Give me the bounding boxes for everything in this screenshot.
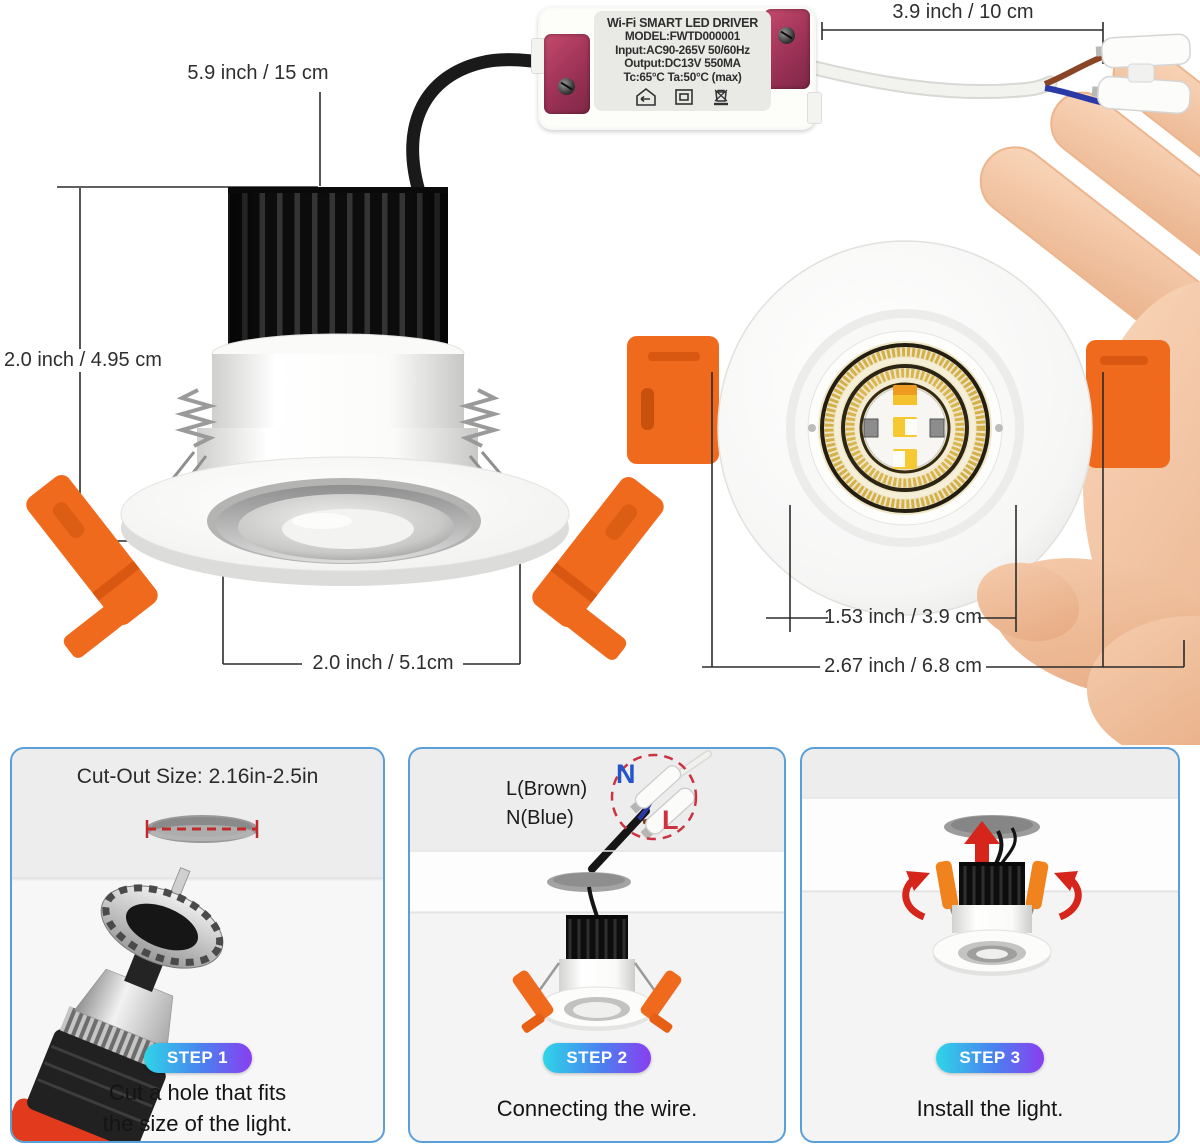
- dim-body-diameter: 2.0 inch / 5.1cm: [308, 652, 458, 675]
- step1-panel: Cut-Out Size: 2.16in-2.5in: [10, 747, 385, 1143]
- led-driver: Wi-Fi SMART LED DRIVER MODEL:FWTD000001 …: [531, 6, 822, 130]
- wire-connector-top: [1095, 33, 1191, 69]
- l-wire-marker: L: [662, 805, 679, 835]
- neutral-wire-label: N(Blue): [506, 807, 574, 829]
- wire-connection-detail: [588, 750, 712, 873]
- hanging-downlight: [512, 915, 682, 1033]
- connection-highlight-circle: [610, 753, 698, 841]
- step3-illustration: [802, 797, 1178, 976]
- spring-clip-right: [532, 476, 664, 660]
- mounting-bracket-right: [1086, 340, 1170, 468]
- step2-caption: Connecting the wire.: [496, 1096, 698, 1121]
- cutout-hole: [145, 815, 259, 843]
- cutout-size-note: Cut-Out Size: 2.16in-2.5in: [76, 765, 319, 788]
- led-chips: [863, 385, 945, 469]
- driver-input-wire: [406, 53, 559, 202]
- hand-thumb: [976, 558, 1200, 745]
- right-dimension-lines: [702, 372, 1185, 668]
- class-ii-icon: [674, 87, 694, 107]
- wire-color-labels: L(Brown) N(Blue): [506, 775, 587, 833]
- driver-screw-left: [558, 78, 575, 95]
- dim-light-cable: 5.9 inch / 15 cm: [187, 62, 329, 84]
- weee-bin-icon: [711, 87, 731, 107]
- downlight-side-view: [26, 53, 664, 660]
- fold-arrow-right-head: [1054, 871, 1078, 891]
- driver-output: Output:DC13V 550MA: [624, 56, 741, 70]
- fold-arrow-left-head: [906, 871, 930, 891]
- dim-face-diameter: 2.67 inch / 6.8 cm: [820, 655, 986, 678]
- driver-label: Wi-Fi SMART LED DRIVER MODEL:FWTD000001 …: [594, 11, 771, 111]
- step2-panel: L(Brown) N(Blue) N L STEP 2 Connecting t…: [408, 747, 786, 1143]
- installing-downlight: [932, 860, 1052, 976]
- hole-saw-drill: [12, 867, 224, 1141]
- ceiling-hole: [547, 872, 631, 892]
- driver-title: Wi-Fi SMART LED DRIVER: [607, 16, 758, 30]
- downlight-front-view: [627, 240, 1170, 616]
- top-illustration: [26, 22, 1200, 745]
- n-wire-marker: N: [616, 759, 636, 789]
- mounting-bracket-left: [627, 336, 719, 464]
- step1-badge: STEP 1: [143, 1043, 252, 1073]
- indoor-use-icon: [635, 87, 657, 107]
- live-wire-label: L(Brown): [506, 778, 588, 800]
- driver-endcap-right: [764, 9, 810, 89]
- step2-illustration: [410, 750, 784, 1033]
- wire-connector-bottom: [1091, 75, 1191, 115]
- driver-mounting-tab-right: [807, 92, 822, 124]
- step3-panel: STEP 3 Install the light.: [800, 747, 1180, 1143]
- driver-screw-right: [778, 27, 795, 44]
- dim-driver-cable: 3.9 inch / 10 cm: [892, 1, 1034, 23]
- driver-input: Input:AC90-265V 50/60Hz: [615, 42, 750, 57]
- step1-caption: Cut a hole that fits the size of the lig…: [102, 1080, 293, 1136]
- driver-output-cable: [807, 33, 1191, 115]
- driver-endcap-left: [544, 34, 590, 114]
- wire-brown: [1043, 54, 1104, 87]
- step3-badge: STEP 3: [936, 1043, 1044, 1073]
- step1-illustration: [12, 815, 259, 1141]
- dim-lens-diameter: 1.53 inch / 3.9 cm: [824, 606, 982, 628]
- driver-temps: Tc:65°C Ta:50°C (max): [623, 69, 742, 84]
- dim-light-height: 2.0 inch / 4.95 cm: [0, 349, 166, 372]
- spring-clip-left: [26, 474, 158, 658]
- driver-model: MODEL:FWTD000001: [624, 29, 741, 43]
- push-up-arrow: [964, 821, 1000, 867]
- driver-mounting-tab-left: [531, 38, 545, 74]
- step3-caption: Install the light.: [916, 1096, 1064, 1121]
- step2-badge: STEP 2: [543, 1043, 651, 1073]
